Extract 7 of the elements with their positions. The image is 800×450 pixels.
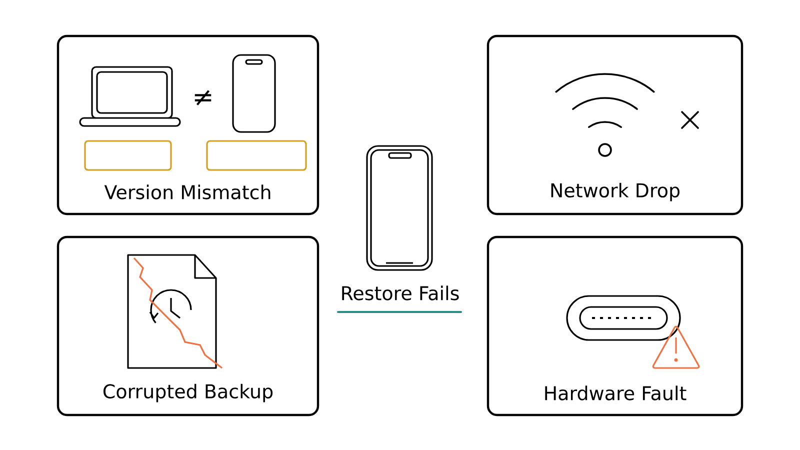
panel: Network Drop [486,34,744,216]
title-text: Restore Fails [342,286,459,300]
label-box [84,140,172,171]
label-box [206,140,307,171]
panel: Hardware Fault [486,236,744,416]
not-equal-sign: ≠ [194,90,212,106]
panel: Corrupted Backup [56,236,320,416]
